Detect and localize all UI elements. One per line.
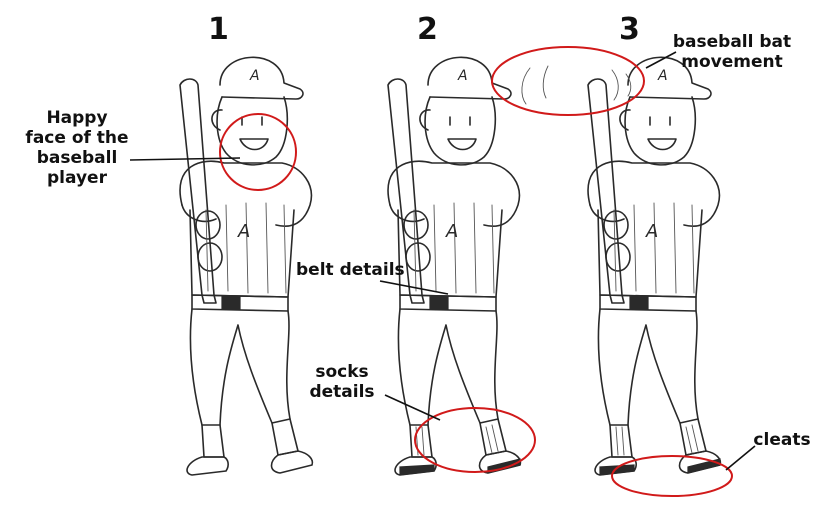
- player-3: [588, 57, 720, 475]
- cleats-label: cleats: [753, 430, 811, 450]
- socks-details-label: socks details: [309, 362, 375, 402]
- belt-leader-line: [379, 280, 449, 295]
- bat-motion-lines: [521, 65, 632, 105]
- bat-leader-line: [645, 51, 677, 69]
- cleats-highlight-circle: [611, 455, 733, 497]
- stage-number-2: 2: [417, 12, 438, 47]
- bat-motion-highlight-circle: [491, 46, 645, 116]
- socks-highlight-circle: [414, 407, 536, 473]
- happy-face-label: Happy face of the baseball player: [25, 108, 129, 188]
- cleats-leader-line: [725, 445, 756, 471]
- bat-movement-label: baseball bat movement: [672, 32, 792, 72]
- player-1: [179, 56, 314, 476]
- socks-leader-line: [384, 394, 441, 421]
- face-highlight-circle: [219, 113, 297, 191]
- player-2: [388, 57, 520, 475]
- stage-number-3: 3: [619, 12, 640, 47]
- stage-number-1: 1: [208, 12, 229, 47]
- belt-details-label: belt details: [296, 260, 405, 280]
- face-leader-line: [129, 157, 241, 161]
